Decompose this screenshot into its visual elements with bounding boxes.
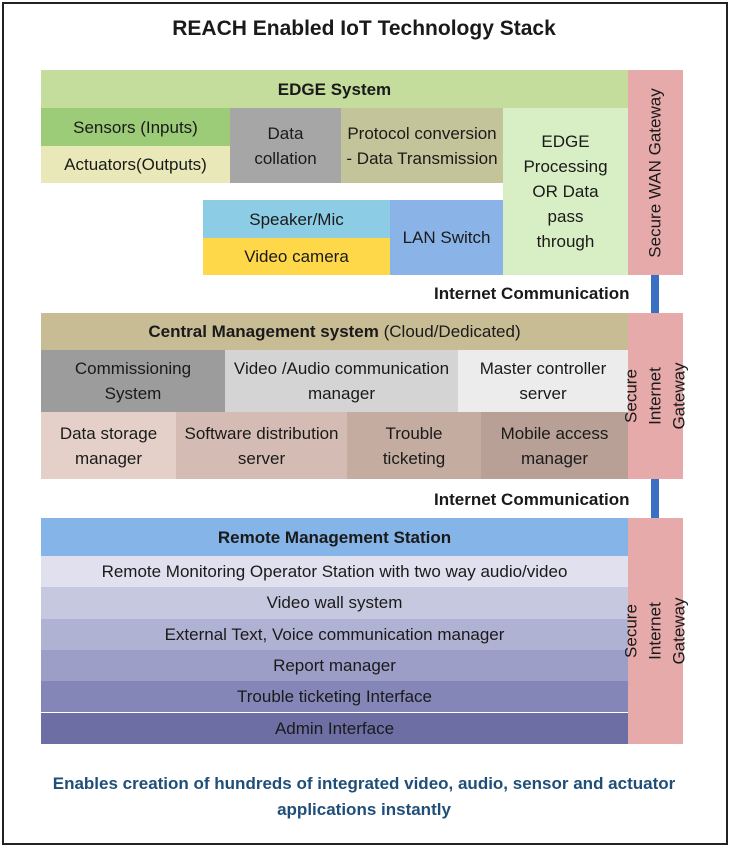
remote-row: Report manager xyxy=(41,649,628,682)
master-controller-box: Master controller server xyxy=(458,350,628,412)
footer-tagline: Enables creation of hundreds of integrat… xyxy=(52,774,676,819)
internet-communication-label-2: Internet Communication xyxy=(434,490,630,509)
data-storage-box: Data storage manager xyxy=(41,412,176,479)
trouble-ticketing-box: Trouble ticketing xyxy=(347,412,481,479)
lan-switch-box: LAN Switch xyxy=(390,200,503,275)
secure-internet-gateway-2-label: Secure Internet Gateway xyxy=(621,597,689,665)
central-management-title: Central Management system xyxy=(148,322,379,341)
secure-internet-gateway-2: Secure Internet Gateway xyxy=(622,518,689,744)
secure-wan-gateway-label: Secure WAN Gateway xyxy=(645,87,665,258)
remote-management-header: Remote Management Station xyxy=(41,518,628,556)
speaker-mic-box: Speaker/Mic xyxy=(203,200,390,238)
video-camera-box: Video camera xyxy=(203,238,390,275)
commissioning-system-box: Commissioning System xyxy=(41,350,225,412)
remote-row: Admin Interface xyxy=(41,712,628,744)
edge-processing-box: EDGE Processing OR Data pass through xyxy=(503,108,628,275)
sensors-box: Sensors (Inputs) xyxy=(41,108,230,146)
mobile-access-box: Mobile access manager xyxy=(481,412,628,479)
diagram-title: REACH Enabled IoT Technology Stack xyxy=(172,17,556,40)
software-distribution-box: Software distribution server xyxy=(176,412,347,479)
actuators-box: Actuators(Outputs) xyxy=(41,146,230,183)
secure-internet-gateway-1: Secure Internet Gateway xyxy=(622,313,689,479)
remote-row: Trouble ticketing Interface xyxy=(41,681,628,713)
remote-row: External Text, Voice communication manag… xyxy=(41,618,628,650)
secure-internet-gateway-1-label: Secure Internet Gateway xyxy=(621,362,689,430)
remote-row: Remote Monitoring Operator Station with … xyxy=(41,556,628,588)
video-audio-manager-box: Video /Audio communication manager xyxy=(225,350,458,412)
internet-link-2 xyxy=(651,479,659,518)
protocol-conversion-box: Protocol conversion - Data Transmission xyxy=(341,108,503,183)
edge-system-header: EDGE System xyxy=(41,70,628,108)
secure-wan-gateway: Secure WAN Gateway xyxy=(628,70,683,275)
central-management-subtitle: (Cloud/Dedicated) xyxy=(378,322,521,341)
central-management-header: Central Management system (Cloud/Dedicat… xyxy=(41,313,628,350)
internet-communication-label-1: Internet Communication xyxy=(434,284,630,303)
remote-row: Video wall system xyxy=(41,587,628,619)
internet-link-1 xyxy=(651,275,659,313)
data-collation-box: Data collation xyxy=(230,108,341,183)
